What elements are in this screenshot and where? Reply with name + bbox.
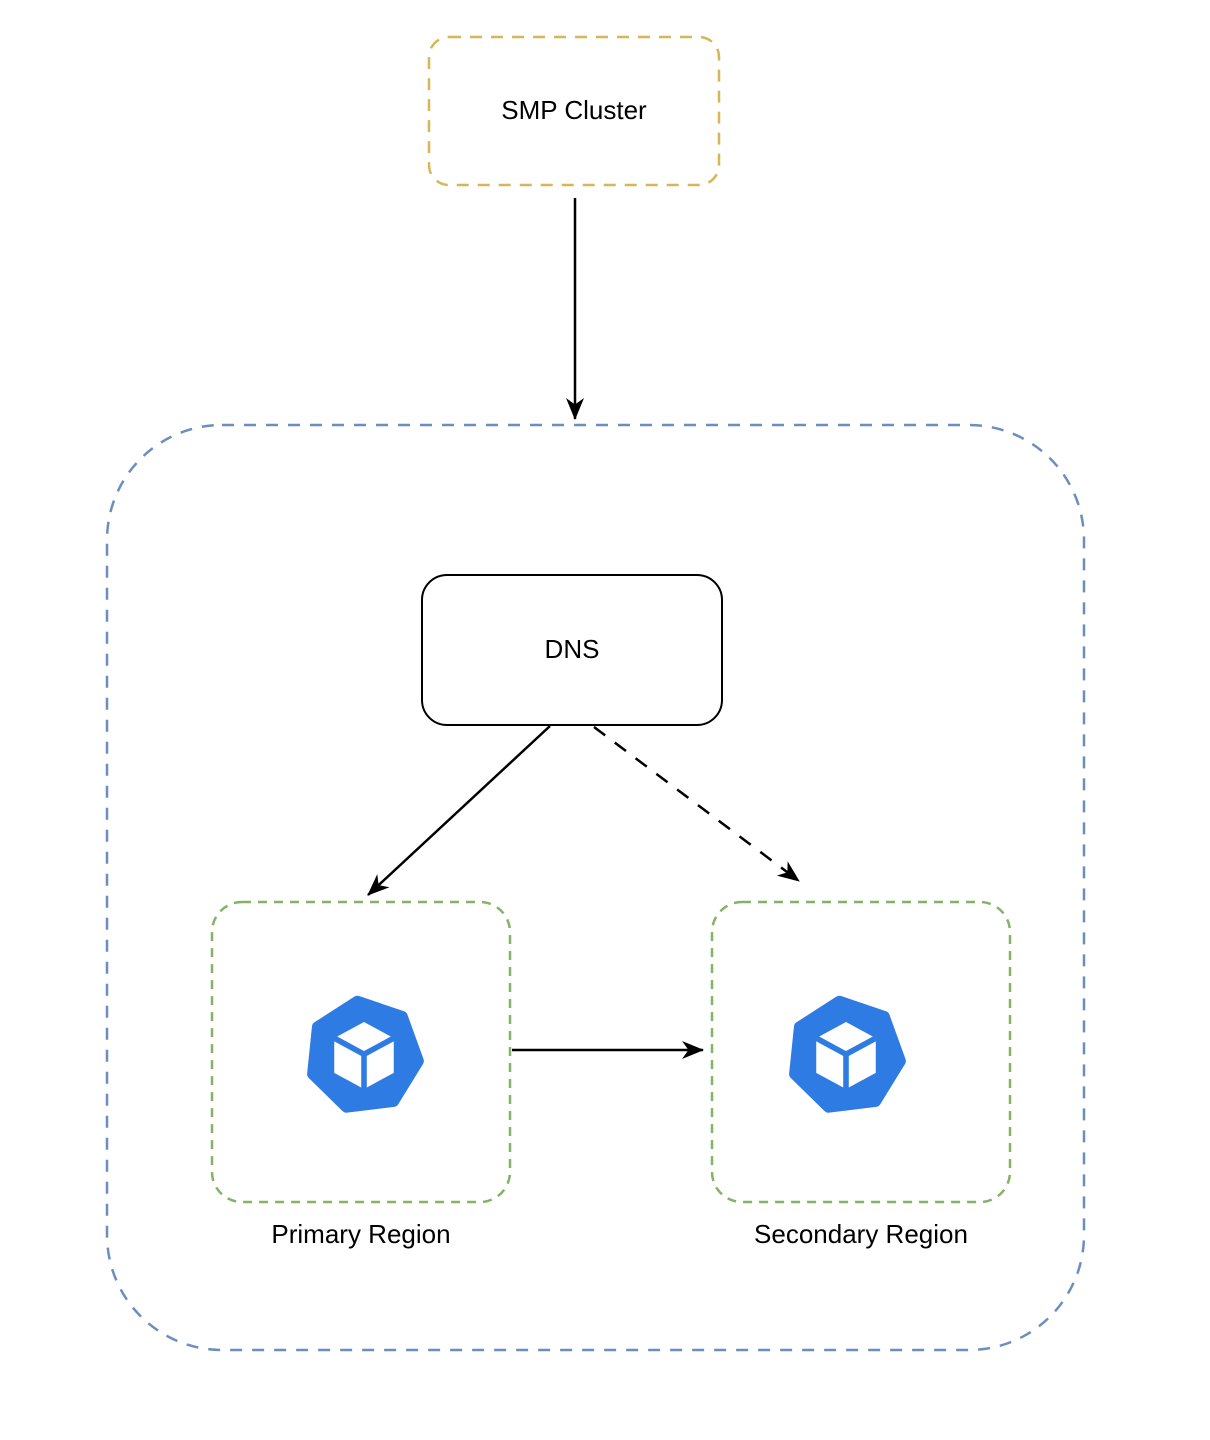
secondary-region-label: Secondary Region [754, 1219, 968, 1250]
cube-heptagon-icon [787, 995, 905, 1111]
dns-box [421, 574, 723, 726]
dns-label: DNS [544, 634, 600, 665]
primary-region-box [210, 900, 512, 1204]
primary-region-label: Primary Region [271, 1219, 451, 1250]
cube-heptagon-icon [305, 995, 423, 1111]
smp-cluster-label: SMP Cluster [501, 95, 647, 126]
arrow-dns-to-secondary [593, 726, 800, 882]
arrow-dns-to-primary [367, 725, 551, 896]
outer-container-box [105, 423, 1086, 1352]
secondary-region-box [710, 900, 1012, 1204]
